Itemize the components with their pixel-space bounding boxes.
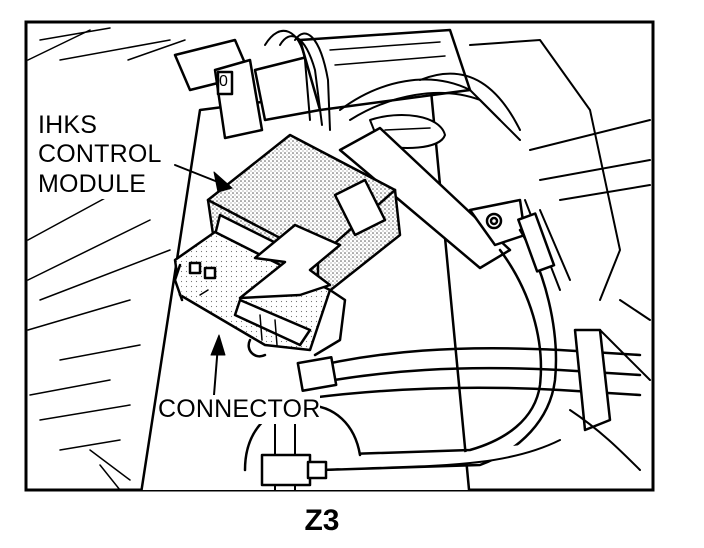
figure-caption: Z3 [304, 504, 340, 537]
small-mark-label: 0 [219, 73, 229, 90]
release-lever [338, 126, 527, 270]
connector-wires [296, 328, 642, 471]
module-leader [174, 164, 233, 193]
upper-wires [264, 29, 521, 141]
connector-label: CONNECTOR [158, 395, 321, 424]
module-label-line3: MODULE [38, 170, 147, 199]
right-bracket [298, 28, 651, 381]
connector-leader [210, 334, 226, 396]
module-label-line2: CONTROL [38, 140, 162, 169]
background-hatching [27, 27, 186, 490]
module-label-line1: IHKS [38, 111, 98, 140]
upper-bracket [173, 38, 322, 140]
direction-arrow [238, 223, 342, 300]
